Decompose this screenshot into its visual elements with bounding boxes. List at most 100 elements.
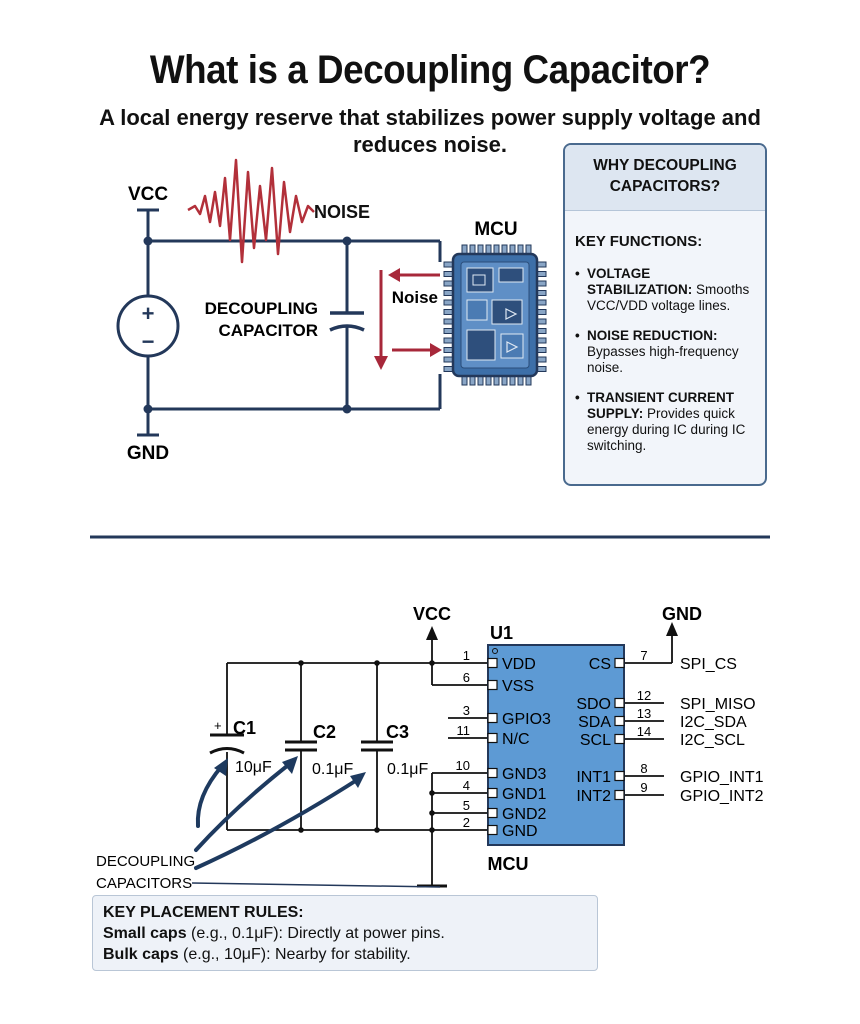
chip-pin — [477, 244, 484, 255]
rule-item: Small caps (e.g., 0.1μF): Directly at po… — [103, 923, 587, 944]
function-desc: Bypasses high-frequency noise. — [587, 344, 739, 375]
decoupling-capacitor-symbol — [329, 311, 365, 332]
source-plus: + — [142, 301, 155, 326]
c1-polarity: + — [214, 718, 222, 733]
schematic-junctions — [298, 660, 435, 833]
why-panel-header: WHY DECOUPLING CAPACITORS? — [565, 145, 765, 211]
pin-name: GND3 — [502, 766, 547, 783]
pin-square — [487, 712, 498, 724]
pin-square — [614, 697, 625, 709]
pin-square — [614, 733, 625, 745]
gnd-arrow-icon — [666, 622, 678, 636]
pin-square — [614, 770, 625, 782]
power-source-icon: + − — [116, 294, 180, 358]
bullet: • — [575, 390, 580, 405]
chip-pin — [443, 271, 454, 277]
chip-pin — [485, 244, 492, 255]
vcc-arrow-icon — [426, 626, 438, 640]
chip-pin — [485, 375, 492, 386]
pin-square — [614, 789, 625, 801]
chip-pin — [469, 244, 476, 255]
net-label: SPI_MISO — [680, 696, 756, 713]
page-title: What is a Decoupling Capacitor? — [149, 48, 711, 92]
chip-pin — [536, 356, 547, 363]
cap-c1-symbol — [209, 733, 245, 755]
pin-name: GPIO3 — [502, 711, 551, 728]
pin-name: SDO — [576, 696, 611, 713]
rule-item: Bulk caps (e.g., 10μF): Nearby for stabi… — [103, 944, 587, 965]
mcu-label: MCU — [488, 854, 529, 874]
chip-pin — [536, 271, 547, 277]
noise-label: NOISE — [314, 202, 370, 222]
chip-pin — [469, 375, 476, 386]
net-label: GPIO_INT2 — [680, 788, 764, 805]
chip-pin — [536, 309, 547, 315]
schematic-wires — [226, 630, 673, 885]
pin-number: 9 — [640, 780, 647, 795]
pin-square — [487, 807, 498, 819]
pin-number: 10 — [456, 758, 470, 773]
mcu-chip-icon — [443, 244, 547, 386]
chip-pin — [443, 337, 454, 344]
rule-text: (e.g., 10μF): Nearby for stability. — [178, 946, 411, 963]
pin-number: 8 — [640, 761, 647, 776]
pin-name: GND2 — [502, 806, 547, 823]
pin-number: 6 — [463, 670, 470, 685]
chip-pin — [536, 261, 547, 268]
rule-strong: Small caps — [103, 925, 187, 942]
chip-pin — [461, 375, 468, 386]
function-item: • VOLTAGE STABILIZATION: Smooths VCC/VDD… — [575, 266, 755, 314]
c2-name: C2 — [313, 722, 336, 742]
page-subtitle: A local energy reserve that stabilizes p… — [99, 105, 761, 157]
chip-pin — [443, 356, 454, 363]
pin-name: GND1 — [502, 786, 547, 803]
decoupling-pointer-arrows — [194, 760, 362, 870]
pin-square — [487, 767, 498, 779]
function-desc: Smooths VCC/VDD voltage lines. — [587, 282, 750, 313]
c3-value: 0.1μF — [387, 761, 428, 778]
pin-name: GND — [502, 823, 538, 840]
chip-pin — [461, 244, 468, 255]
pin-number: 7 — [640, 648, 647, 663]
chip-pin — [536, 337, 547, 344]
pin-square — [614, 715, 625, 727]
chip-pin — [536, 318, 547, 325]
chip-pin — [536, 347, 547, 353]
cap-label-line1: DECOUPLING — [205, 299, 318, 318]
net-label: I2C_SDA — [680, 714, 747, 731]
pin-name: SCL — [580, 732, 611, 749]
chip-pin — [443, 318, 454, 325]
rule-text: (e.g., 0.1μF): Directly at power pins. — [186, 925, 445, 942]
u1-ref: U1 — [490, 623, 513, 643]
chip-pin — [501, 375, 508, 386]
mcu-label: MCU — [474, 219, 517, 240]
pin-name: INT2 — [576, 788, 611, 805]
chip-pin — [443, 309, 454, 315]
chip-pin — [443, 328, 454, 334]
chip-pin — [443, 299, 454, 306]
pin-name: VSS — [502, 678, 534, 695]
chip-pin — [443, 280, 454, 287]
pin-number: 4 — [463, 778, 470, 793]
pin-name: CS — [589, 656, 611, 673]
c1-value: 10μF — [235, 759, 272, 776]
pin-number: 13 — [637, 706, 651, 721]
why-title-line1: WHY DECOUPLING — [593, 157, 737, 174]
function-name: NOISE REDUCTION: — [587, 328, 718, 343]
pin-number: 2 — [463, 815, 470, 830]
pin-square — [614, 657, 625, 669]
pin-square — [487, 787, 498, 799]
function-desc: Provides quick energy during IC during I… — [587, 406, 746, 453]
pin-number: 12 — [637, 688, 651, 703]
rules-title: KEY PLACEMENT RULES: — [103, 904, 304, 921]
circuit-wires — [137, 208, 442, 437]
rule-strong: Bulk caps — [103, 946, 179, 963]
cap-c2-symbol — [285, 740, 317, 752]
why-title-line2: CAPACITORS? — [609, 178, 721, 195]
function-name: VOLTAGE STABILIZATION: — [587, 266, 693, 297]
cap-label-line2: CAPACITOR — [219, 321, 319, 340]
chip-pin — [536, 280, 547, 287]
why-decoupling-panel: WHY DECOUPLING CAPACITORS? KEY FUNCTIONS… — [563, 143, 767, 486]
noise-arrows — [374, 268, 442, 370]
pin-square — [487, 679, 498, 691]
